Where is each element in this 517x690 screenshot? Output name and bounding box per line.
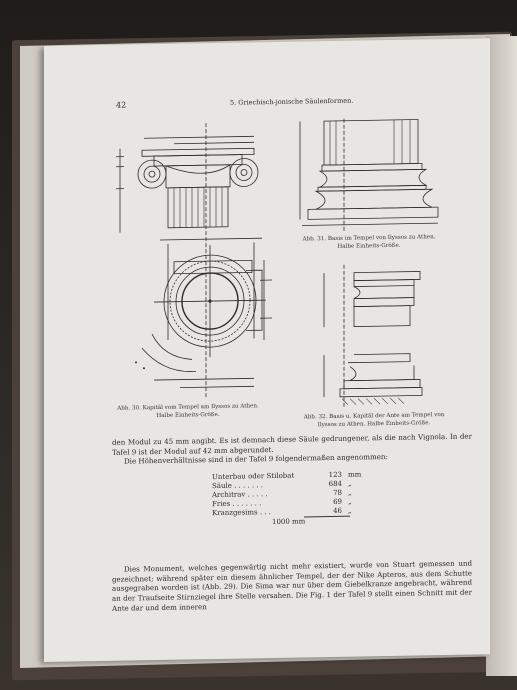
figure-32-ante-drawing <box>323 264 423 409</box>
body-paragraph-1: den Modul zu 45 mm angibt. Es ist demnac… <box>112 432 472 467</box>
facing-page <box>486 36 517 676</box>
body-paragraph-2: Dies Monument, welches gegenwärtig nicht… <box>112 559 472 613</box>
running-title: 5. Griechisch-jonische Säulenformen. <box>230 96 354 107</box>
figure-31-caption: Abb. 31. Basis im Tempel von Ilyssos zu … <box>294 233 444 252</box>
figure-32-caption: Abb. 32. Basis u. Kapitäl der Ante am Te… <box>284 411 464 430</box>
proportion-total: 1000 mm <box>272 517 306 527</box>
page-number: 42 <box>116 100 127 110</box>
figure-30-caption: Abb. 30. Kapitäl vom Tempel am Ilyssos z… <box>98 402 278 421</box>
figure-30-capital-drawing <box>116 123 272 400</box>
book-page: 42 5. Griechisch-jonische Säulenformen. <box>44 38 490 663</box>
figure-31-base-drawing <box>299 118 439 233</box>
proportions-table: Unterbau oder Stilobat 123 mm Säule . . … <box>212 470 402 529</box>
paragraph-text: Dies Monument, welches gegenwärtig nicht… <box>112 558 472 613</box>
